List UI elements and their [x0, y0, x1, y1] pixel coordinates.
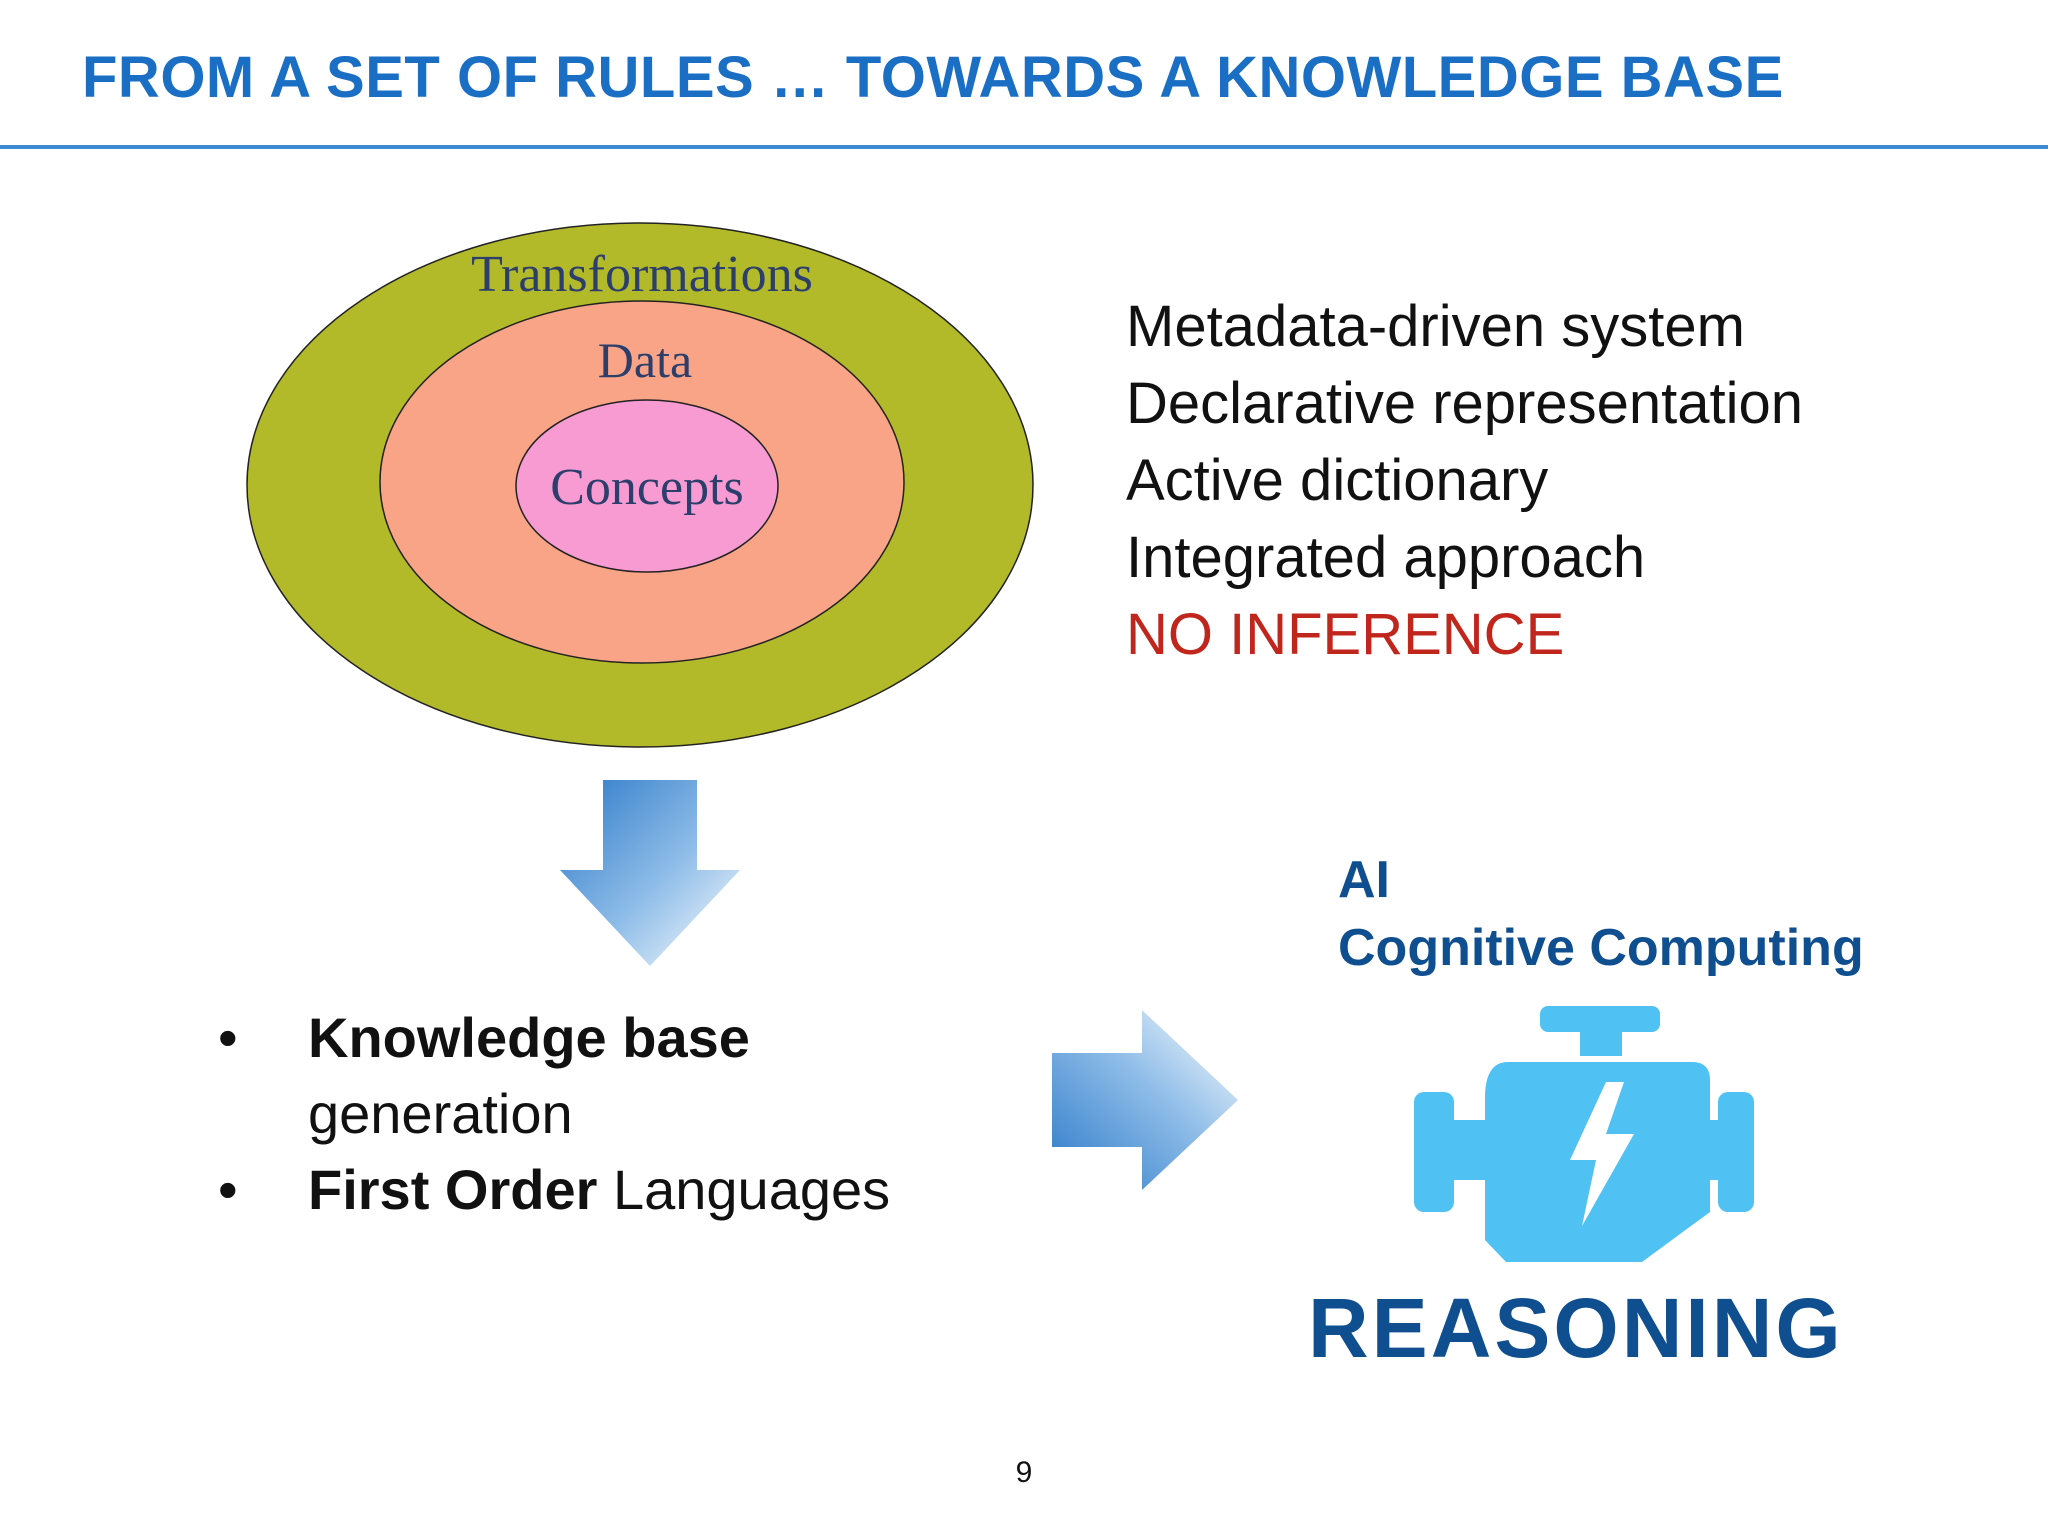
reasoning-label: REASONING — [1308, 1281, 1844, 1375]
list-item: • First Order Languages — [210, 1152, 1068, 1228]
transformations-label: Transformations — [471, 246, 813, 303]
no-inference-warning: NO INFERENCE — [1126, 602, 1565, 667]
engine-icon — [1414, 1006, 1754, 1262]
bullet: • — [218, 1158, 238, 1221]
bullet: • — [218, 1006, 238, 1069]
feature-item: Declarative representation — [1126, 371, 1804, 436]
first-order-term: First Order — [308, 1158, 598, 1221]
concepts-ellipse — [515, 399, 779, 573]
arrow-down-icon — [560, 780, 740, 966]
data-label: Data — [598, 332, 692, 388]
feature-item: Active dictionary — [1126, 448, 1549, 513]
cognitive-computing-label: Cognitive Computing — [1338, 919, 1864, 977]
feature-item: Metadata-driven system — [1126, 294, 1745, 359]
list-item: • Knowledge base generation — [210, 1000, 1068, 1152]
feature-item: Integrated approach — [1126, 525, 1646, 590]
ai-label: AI — [1338, 851, 1390, 909]
knowledge-list: • Knowledge base generation • First Orde… — [210, 1000, 1068, 1228]
page-number: 9 — [1015, 1456, 1033, 1489]
knowledge-base-term: Knowledge base — [308, 1006, 750, 1069]
arrow-right-icon — [1052, 1010, 1238, 1190]
feature-list: Metadata-driven system Declarative repre… — [1126, 288, 1803, 673]
knowledge-base-rest: generation — [308, 1082, 573, 1145]
ai-heading: AI Cognitive Computing — [1338, 846, 1864, 982]
first-order-rest: Languages — [597, 1158, 891, 1221]
nested-concepts-diagram: Transformations Data Concepts — [246, 222, 1034, 748]
title-divider — [0, 145, 2048, 149]
concepts-label: Concepts — [550, 459, 744, 516]
slide-title: FROM A SET OF RULES … TOWARDS A KNOWLEDG… — [82, 45, 1784, 110]
